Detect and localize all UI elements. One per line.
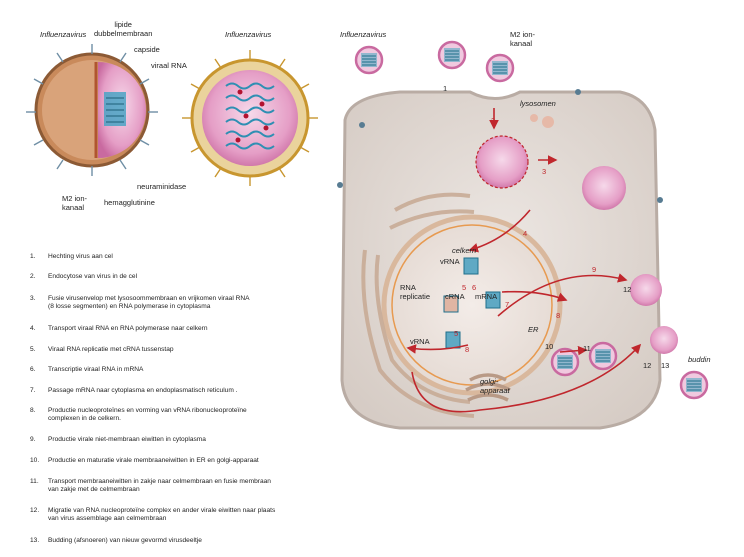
virus-interior-drawing — [182, 50, 318, 186]
step-marker-8b: 8 — [465, 345, 470, 354]
step-number: 6. — [30, 366, 36, 373]
capsid-label: capside — [134, 45, 160, 54]
virus-cross-section-drawing — [26, 44, 158, 176]
step-marker-2: 2 — [491, 116, 496, 125]
step-marker-11: 11 — [583, 344, 591, 353]
lysosome-label: lysosomen — [520, 99, 556, 108]
step-marker-5b: 5 — [454, 329, 459, 338]
crna-label: cRNA — [445, 292, 465, 301]
step-number: 4. — [30, 325, 36, 332]
cell-m2-label: M2 ion- kanaal — [510, 30, 536, 48]
step-number: 11. — [30, 478, 39, 485]
step-text: Transcriptie viraal RNA in mRNA — [48, 366, 144, 373]
step-marker-9: 9 — [592, 265, 597, 274]
step-marker-13: 13 — [661, 361, 670, 370]
step-text: Viraal RNA replicatie met cRNA tussensta… — [48, 346, 174, 353]
vrna-top-label: vRNA — [440, 257, 460, 266]
step-number: 13. — [30, 537, 40, 544]
vrna-bottom-label: vRNA — [410, 337, 430, 346]
step-text: Endocytose van virus in de cel — [48, 273, 138, 280]
neuraminidase-label: neuraminidase — [137, 182, 187, 191]
step-text: Productie nucleoproteïnes en vorming van… — [48, 407, 247, 423]
er-label: ER — [528, 325, 539, 334]
step-number: 9. — [30, 436, 36, 443]
virus-cross-section-title: Influenzavirus — [40, 30, 87, 39]
step-marker-8: 8 — [556, 311, 561, 320]
step-marker-7: 7 — [505, 300, 510, 309]
step-marker-4: 4 — [523, 229, 528, 238]
step-number: 1. — [30, 253, 36, 260]
m2-channel-label: M2 ion- kanaal — [62, 194, 88, 212]
step-number: 5. — [30, 346, 36, 353]
step-text: Migratie van RNA nucleoproteïne complex … — [48, 507, 276, 523]
step-marker-12b: 12 — [643, 361, 652, 370]
step-text: Fusie virusenvelop met lysosoommembraan … — [48, 295, 250, 311]
step-text: Transport viraal RNA en RNA polymerase n… — [48, 325, 208, 332]
nucleus-label: celkern — [452, 246, 477, 255]
step-marker-5: 5 — [462, 283, 467, 292]
step-number: 12. — [30, 507, 40, 514]
step-marker-3: 3 — [542, 167, 547, 176]
membrane-label: lipide dubbelmembraan — [94, 20, 153, 38]
step-text: Passage mRNA naar cytoplasma en endoplas… — [48, 387, 238, 394]
hemagglutinin-label: hemagglutinine — [104, 198, 155, 207]
viral-rna-label: viraal RNA — [151, 61, 187, 70]
step-text: Productie virale niet-membraan eiwitten … — [48, 436, 206, 443]
step-text: Budding (afsnoeren) van nieuw gevormd vi… — [48, 537, 202, 544]
step-number: 7. — [30, 387, 36, 394]
step-marker-10: 10 — [545, 342, 554, 351]
rna-replication-label: RNA replicatie — [400, 283, 431, 301]
budding-label: buddin — [688, 355, 711, 364]
golgi-label: golgi- apparaat — [480, 377, 510, 395]
step-marker-12: 12 — [623, 285, 632, 294]
step-number: 8. — [30, 407, 36, 414]
host-cell-drawing — [337, 40, 709, 430]
virus-interior-title: Influenzavirus — [225, 30, 272, 39]
step-number: 2. — [30, 273, 36, 280]
cell-virus-title: Influenzavirus — [340, 30, 387, 39]
step-marker-6: 6 — [472, 283, 477, 292]
step-text: Transport membraaneiwitten in zakje naar… — [48, 478, 271, 494]
step-marker-1: 1 — [443, 84, 448, 93]
step-number: 10. — [30, 457, 40, 464]
mrna-label: mRNA — [475, 292, 498, 301]
step-text: Productie en maturatie virale membraanei… — [48, 457, 259, 464]
step-number: 3. — [30, 295, 36, 302]
step-text: Hechting virus aan cel — [48, 253, 113, 260]
